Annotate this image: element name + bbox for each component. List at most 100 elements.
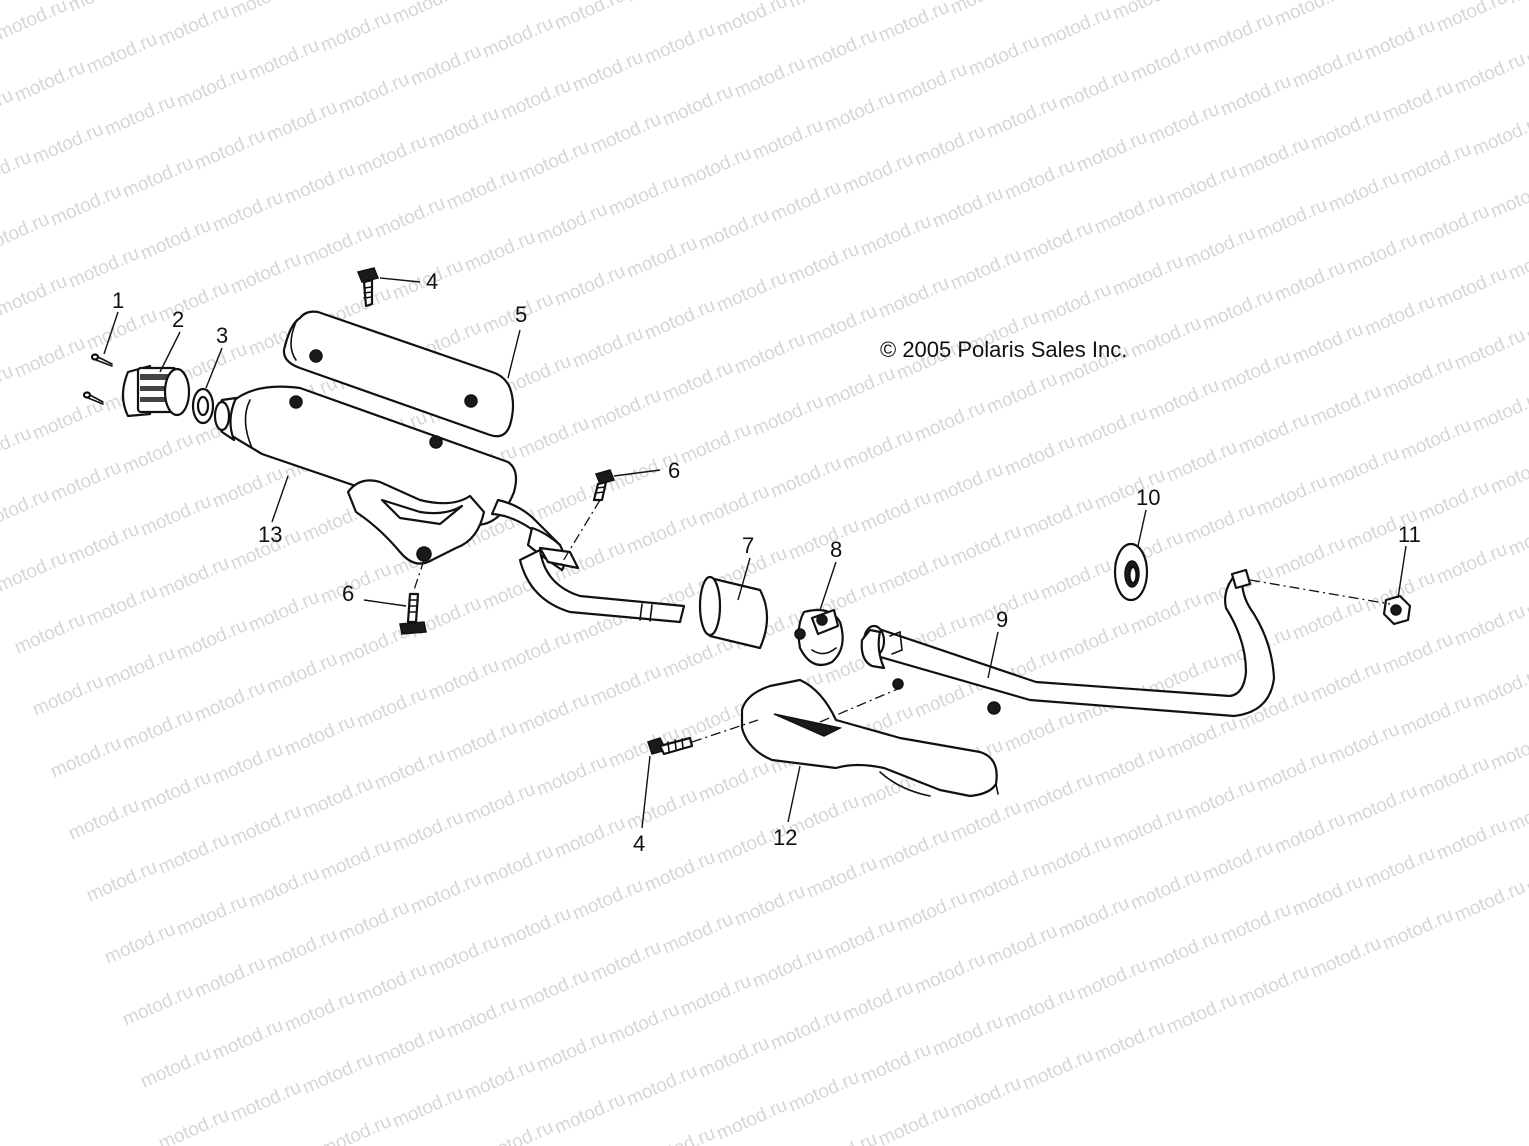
watermark-text: motod.ru [803,853,880,903]
watermark-text: motod.ru [1505,235,1529,285]
callout-13: 13 [258,522,282,547]
watermark-text: motod.ru [533,751,610,801]
watermark-text: motod.ru [623,509,700,559]
watermark-text: motod.ru [1055,617,1132,667]
watermark-text: motod.ru [209,187,286,237]
watermark-text: motod.ru [1181,775,1258,825]
watermark-text: motod.ru [1055,893,1132,943]
watermark-text: motod.ru [47,457,124,507]
watermark-text: motod.ru [1037,555,1114,605]
watermark-text: motod.ru [263,925,340,975]
watermark-text: motod.ru [1487,173,1529,223]
watermark-text: motod.ru [821,363,898,413]
watermark-text: motod.ru [443,717,520,767]
watermark-text: motod.ru [29,671,106,721]
watermark-text: motod.ru [875,825,952,875]
watermark-text: motod.ru [1325,719,1402,769]
watermark-text: motod.ru [1307,381,1384,431]
watermark-text: motod.ru [623,233,700,283]
watermark-text: motod.ru [371,193,448,243]
part-12-pipe-guard [740,678,999,798]
watermark-text: motod.ru [767,1005,844,1055]
watermark-text: motod.ru [1109,803,1186,853]
watermark-text: motod.ru [119,981,196,1031]
watermark-text: motod.ru [1289,871,1366,921]
watermark-text: motod.ru [137,767,214,817]
watermark-text: motod.ru [281,159,358,209]
watermark-text: motod.ru [479,841,556,891]
part-4-bolt-lower [647,736,694,756]
watermark-text: motod.ru [1505,0,1529,9]
watermark-text: motod.ru [749,943,826,993]
watermark-text: motod.ru [551,261,628,311]
watermark-text: motod.ru [299,1049,376,1099]
watermark-text: motod.ru [1037,3,1114,53]
watermark-text: motod.ru [11,57,88,107]
watermark-text: motod.ru [605,171,682,221]
watermark-text: motod.ru [641,847,718,897]
watermark-text: motod.ru [1091,1017,1168,1067]
watermark-text: motod.ru [263,649,340,699]
watermark-text: motod.ru [1343,781,1420,831]
watermark-text: motod.ru [623,785,700,835]
watermark-text: motod.ru [191,125,268,175]
watermark-text: motod.ru [155,553,232,603]
watermark-text: motod.ru [263,97,340,147]
watermark-text: motod.ru [749,115,826,165]
watermark-text: motod.ru [785,1067,862,1117]
watermark-text: motod.ru [461,779,538,829]
watermark-text: motod.ru [1199,285,1276,335]
watermark-text: motod.ru [1451,601,1528,651]
watermark-text: motod.ru [281,711,358,761]
watermark-text: motod.ru [695,481,772,531]
watermark-text: motod.ru [1073,403,1150,453]
watermark-text: motod.ru [65,519,142,569]
watermark-text: motod.ru [227,1077,304,1127]
watermark-text: motod.ru [731,881,808,931]
watermark-text: motod.ru [1199,837,1276,887]
watermark-text: motod.ru [587,109,664,159]
watermark-text: motod.ru [101,91,178,141]
part-4-bolt-top [356,267,380,308]
watermark-text: motod.ru [137,491,214,541]
watermark-text: motod.ru [605,999,682,1049]
watermark-text: motod.ru [137,215,214,265]
watermark-text: motod.ru [1361,291,1438,341]
watermark-text: motod.ru [1163,161,1240,211]
watermark-text: motod.ru [983,369,1060,419]
watermark-text: motod.ru [677,143,754,193]
watermark-text: motod.ru [875,0,952,47]
watermark-text: motod.ru [0,0,71,45]
watermark-text: motod.ru [461,1055,538,1105]
part-8-clamp [794,608,844,666]
watermark-text: motod.ru [947,521,1024,571]
watermark-text: motod.ru [785,239,862,289]
watermark-text: motod.ru [1163,713,1240,763]
watermark-text: motod.ru [875,549,952,599]
watermark-text: motod.ru [857,211,934,261]
watermark-text: motod.ru [461,0,538,1]
watermark-text: motod.ru [1181,223,1258,273]
watermark-text: motod.ru [407,869,484,919]
watermark-text: motod.ru [497,627,574,677]
callout-7: 7 [742,533,754,558]
watermark-text: motod.ru [1217,71,1294,121]
watermark-text: motod.ru [1505,511,1529,561]
watermark-text: motod.ru [65,243,142,293]
watermark-text: motod.ru [1379,353,1456,403]
watermark-text: motod.ru [479,1117,556,1146]
watermark-text: motod.ru [911,949,988,999]
watermark-text: motod.ru [1019,493,1096,543]
watermark-text: motod.ru [1487,449,1529,499]
watermark-text: motod.ru [1001,983,1078,1033]
watermark-text: motod.ru [1037,831,1114,881]
watermark-text: motod.ru [425,931,502,981]
watermark-text: motod.ru [569,323,646,373]
watermark-text: motod.ru [569,875,646,925]
watermark-text: motod.ru [1379,905,1456,955]
watermark-text: motod.ru [551,1089,628,1139]
watermark-text: motod.ru [317,1111,394,1146]
assembly-lines [413,499,1391,743]
watermark-text: motod.ru [533,199,610,249]
